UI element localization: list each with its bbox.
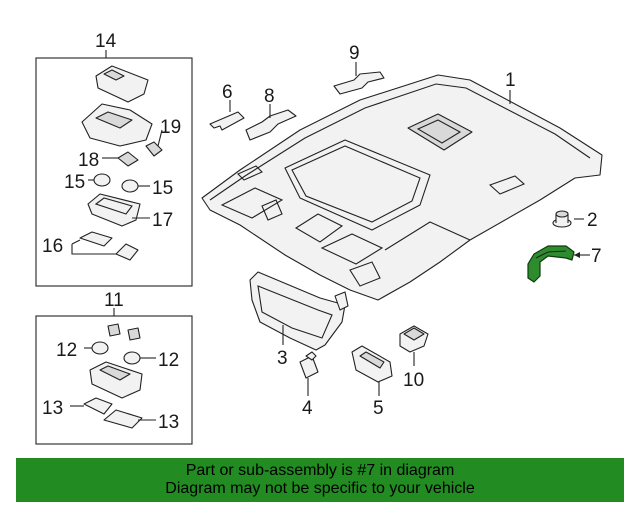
bulb-part-12a[interactable] — [91, 341, 109, 355]
bracket-part-8[interactable] — [245, 109, 297, 141]
callout-16: 16 — [42, 236, 63, 257]
switch-part-18[interactable] — [117, 151, 139, 167]
group-box-14 — [35, 57, 193, 287]
assist-handle-part-7[interactable] — [527, 245, 575, 283]
callout-2: 2 — [587, 210, 598, 231]
bulb-part-12b[interactable] — [123, 351, 141, 365]
headliner-part-1[interactable] — [201, 74, 603, 301]
lens-part-13b[interactable] — [103, 409, 143, 429]
callout-3: 3 — [277, 348, 288, 369]
arrow-7-icon — [574, 252, 580, 258]
switch-part-19[interactable] — [145, 141, 163, 157]
callout-7: 7 — [591, 246, 602, 267]
callout-10: 10 — [403, 370, 424, 391]
console-cover-part-14[interactable] — [95, 65, 149, 103]
info-banner: Part or sub-assembly is #7 in diagram Di… — [16, 458, 624, 502]
callout-4: 4 — [302, 398, 313, 419]
sun-visor-part-3[interactable] — [249, 271, 349, 351]
clip-part-2[interactable] — [552, 210, 572, 228]
callout-18: 18 — [78, 150, 99, 171]
bracket-part-6[interactable] — [209, 111, 245, 131]
lens-part-16b[interactable] — [115, 243, 139, 261]
bulb-part-15b[interactable] — [121, 179, 139, 193]
callout-13a: 13 — [42, 398, 63, 419]
callout-19: 19 — [160, 117, 181, 138]
callout-5: 5 — [373, 398, 384, 419]
callout-12b: 12 — [158, 350, 179, 371]
bulb-part-15a[interactable] — [93, 173, 111, 187]
lamp-housing-part-11[interactable] — [89, 361, 143, 399]
leader-19 — [157, 129, 163, 147]
callout-14: 14 — [95, 31, 117, 52]
callout-13b: 13 — [158, 412, 179, 433]
switch-part-11b[interactable] — [127, 327, 141, 341]
banner-line-2: Diagram may not be specific to your vehi… — [165, 480, 475, 497]
visor-clip-part-4[interactable] — [299, 351, 319, 379]
callout-8: 8 — [264, 86, 275, 107]
callout-15a: 15 — [64, 172, 85, 193]
callout-6: 6 — [222, 82, 233, 103]
lens-part-16a[interactable] — [79, 231, 113, 247]
callout-12a: 12 — [56, 340, 77, 361]
banner-line-1: Part or sub-assembly is #7 in diagram — [185, 462, 455, 479]
leader-16 — [71, 239, 116, 255]
bracket-part-9[interactable] — [333, 71, 385, 95]
lamp-part-10[interactable] — [399, 325, 429, 353]
rear-lamp-part-5[interactable] — [351, 345, 393, 383]
console-housing-part-14[interactable] — [81, 103, 153, 147]
callout-11: 11 — [104, 290, 124, 311]
callout-9: 9 — [349, 43, 360, 64]
lens-part-17[interactable] — [87, 193, 141, 227]
callout-15b: 15 — [152, 178, 173, 199]
switch-part-11a[interactable] — [107, 323, 121, 337]
lens-part-13a[interactable] — [83, 397, 113, 415]
callout-17: 17 — [152, 210, 173, 231]
callout-1: 1 — [505, 70, 516, 91]
